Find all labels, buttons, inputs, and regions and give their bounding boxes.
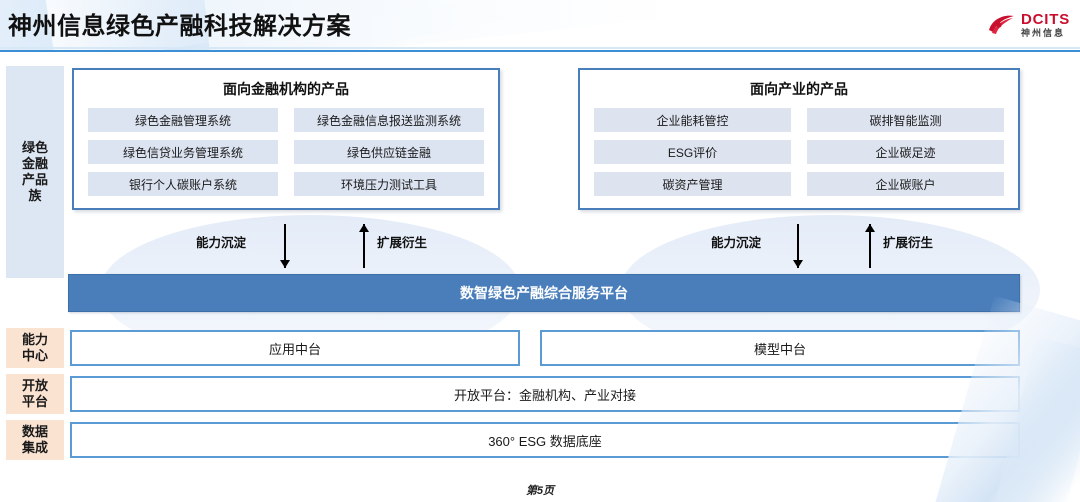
product-chip[interactable]: 绿色供应链金融	[294, 140, 484, 164]
product-chip[interactable]: 企业碳足迹	[807, 140, 1004, 164]
flow-label-left-down: 能力沉淀	[196, 232, 246, 251]
brand-logo: DCITS 神州信息	[986, 8, 1070, 42]
open-platform-box[interactable]: 开放平台：金融机构、产业对接	[70, 376, 1020, 412]
product-chip[interactable]: 环境压力测试工具	[294, 172, 484, 196]
flow-label-text: 能力沉淀	[711, 236, 762, 250]
header-divider-light	[0, 47, 1080, 49]
product-panel-financial-institutions: 面向金融机构的产品 绿色金融管理系统 绿色金融信息报送监测系统 绿色信贷业务管理…	[72, 68, 500, 210]
sidebar-item-label: 开放平台	[21, 378, 48, 409]
sidebar-item-capability-center[interactable]: 能力中心	[6, 328, 64, 368]
arrow-down-right	[792, 224, 804, 268]
product-chip[interactable]: 绿色信贷业务管理系统	[88, 140, 278, 164]
header-divider	[0, 50, 1080, 52]
flow-label-text: 扩展衍生	[377, 236, 428, 250]
row-label: 应用中台	[268, 341, 321, 357]
data-base-box[interactable]: 360° ESG 数据底座	[70, 422, 1020, 458]
sidebar-item-open-platform[interactable]: 开放平台	[6, 374, 64, 414]
page-number: 第5页	[525, 485, 555, 497]
sidebar-item-green-finance-product-family[interactable]: 绿色金融产品族	[6, 66, 64, 278]
product-chip[interactable]: 企业能耗管控	[594, 108, 791, 132]
panel-title: 面向金融机构的产品	[223, 81, 349, 97]
row-label: 开放平台：金融机构、产业对接	[453, 387, 636, 403]
logo-text-cn: 神州信息	[1021, 28, 1066, 38]
sidebar-item-data-integration[interactable]: 数据集成	[6, 420, 64, 460]
flow-label-text: 能力沉淀	[196, 236, 247, 250]
product-chip-grid: 企业能耗管控 碳排智能监测 ESG评价 企业碳足迹 碳资产管理 企业碳账户	[580, 108, 1018, 196]
arrow-down-left	[279, 224, 291, 268]
flow-label-right-up: 扩展衍生	[883, 232, 933, 251]
sidebar-item-label: 能力中心	[21, 332, 48, 363]
capability-box-application-middle-platform[interactable]: 应用中台	[70, 330, 520, 366]
capability-box-model-middle-platform[interactable]: 模型中台	[540, 330, 1020, 366]
page-title: 神州信息绿色产融科技解决方案	[8, 13, 351, 40]
row-label: 模型中台	[753, 341, 806, 357]
platform-bar-label: 数智绿色产融综合服务平台	[460, 285, 628, 301]
logo-text-en: DCITS	[1021, 11, 1070, 28]
product-chip[interactable]: 企业碳账户	[807, 172, 1004, 196]
sidebar-item-label: 绿色金融产品族	[21, 140, 48, 203]
flow-label-left-up: 扩展衍生	[377, 232, 427, 251]
product-panel-industry: 面向产业的产品 企业能耗管控 碳排智能监测 ESG评价 企业碳足迹 碳资产管理 …	[578, 68, 1020, 210]
product-chip-grid: 绿色金融管理系统 绿色金融信息报送监测系统 绿色信贷业务管理系统 绿色供应链金融…	[74, 108, 498, 196]
platform-bar[interactable]: 数智绿色产融综合服务平台	[68, 274, 1020, 312]
slide-header: 神州信息绿色产融科技解决方案 DCITS 神州信息	[0, 0, 1080, 52]
panel-title: 面向产业的产品	[750, 81, 848, 97]
product-chip[interactable]: 绿色金融信息报送监测系统	[294, 108, 484, 132]
product-chip[interactable]: 绿色金融管理系统	[88, 108, 278, 132]
flow-label-text: 扩展衍生	[883, 236, 934, 250]
red-swoosh-icon	[986, 13, 1016, 37]
product-chip[interactable]: 碳资产管理	[594, 172, 791, 196]
arrow-up-left	[358, 224, 370, 268]
product-chip[interactable]: 银行个人碳账户系统	[88, 172, 278, 196]
arrow-up-right	[864, 224, 876, 268]
row-label: 360° ESG 数据底座	[488, 433, 602, 449]
sidebar-item-label: 数据集成	[21, 424, 48, 455]
product-chip[interactable]: ESG评价	[594, 140, 791, 164]
flow-label-right-down: 能力沉淀	[711, 232, 761, 251]
product-chip[interactable]: 碳排智能监测	[807, 108, 1004, 132]
